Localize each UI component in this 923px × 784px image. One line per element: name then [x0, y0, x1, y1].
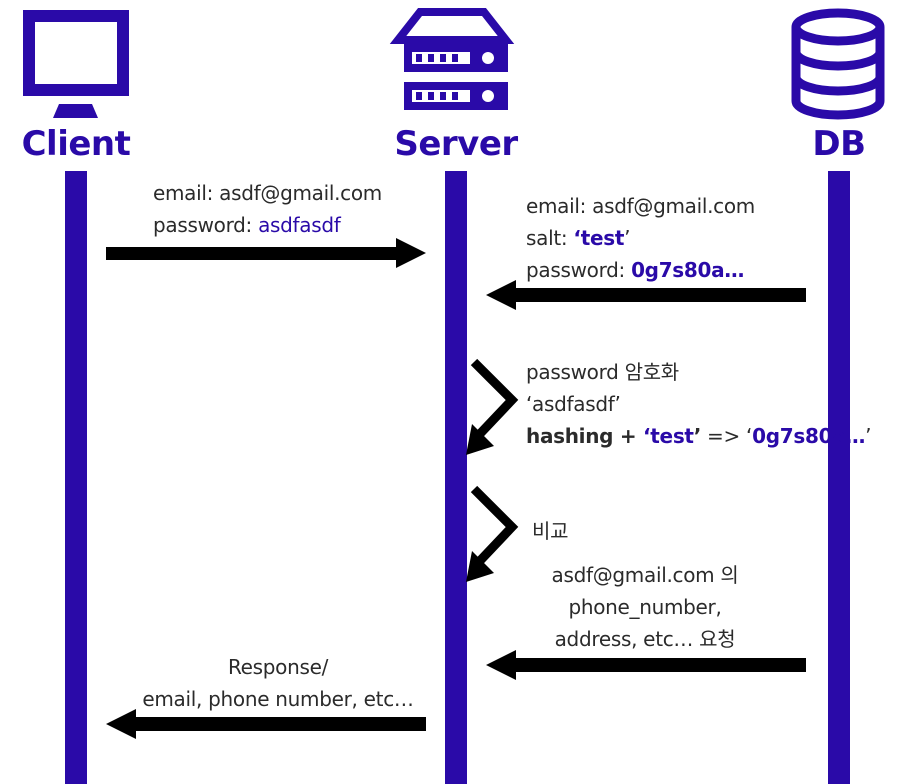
arrow-self-hashing [466, 358, 519, 455]
quote: ’ [693, 424, 702, 448]
compare-label: 비교 [532, 519, 569, 543]
arrow-db-to-server-request [486, 650, 806, 680]
hash-arrow: => [701, 424, 747, 448]
request-line-2: phone_number, [568, 595, 722, 619]
request-line-3: address, etc… 요청 [554, 627, 736, 651]
arrow-client-to-server [106, 238, 426, 268]
salt-value: test [580, 226, 625, 250]
client-label: Client [21, 124, 131, 164]
plain-password: ‘asdfasdf’ [526, 392, 621, 416]
message-compare: 비교 [532, 515, 569, 547]
database-icon [791, 8, 885, 120]
hash-result: 0g7s80a… [752, 424, 866, 448]
salt-key: salt: [526, 226, 574, 250]
db-email-line: email: asdf@gmail.com [526, 194, 755, 218]
response-line-2: email, phone number, etc… [142, 687, 414, 711]
server-rack-icon [389, 8, 515, 110]
message-response: Response/ email, phone number, etc… [118, 651, 438, 715]
password-value: asdfasdf [258, 213, 341, 237]
password-key: password: [153, 213, 259, 237]
response-line-1: Response/ [227, 655, 329, 679]
db-password-key: password: [526, 258, 632, 282]
message-request-details: asdf@gmail.com 의 phone_number, address, … [516, 559, 774, 655]
encrypt-title: password 암호화 [526, 360, 679, 384]
db-label: DB [812, 124, 866, 164]
hash-salt: test [650, 424, 694, 448]
monitor-icon [23, 10, 129, 118]
message-hashing: password 암호화 ‘asdfasdf’ hashing + ‘test’… [526, 356, 871, 452]
quote: ‘ [573, 226, 581, 250]
quote: ’ [865, 424, 872, 448]
arrow-self-compare [466, 485, 519, 582]
quote: ‘ [642, 424, 651, 448]
db-password-value: 0g7s80a… [631, 258, 745, 282]
message-login-request: email: asdf@gmail.com password: asdfasdf [153, 177, 382, 241]
client-lifeline [65, 171, 87, 784]
email-key: email: [153, 181, 220, 205]
email-value: asdf@gmail.com [219, 181, 382, 205]
db-lifeline [828, 171, 850, 784]
request-line-1: asdf@gmail.com 의 [551, 563, 739, 587]
server-label: Server [394, 124, 518, 164]
hashing-label: hashing + [526, 424, 643, 448]
arrow-server-to-client [106, 709, 426, 739]
message-db-record: email: asdf@gmail.com salt: ‘test’ passw… [526, 190, 755, 286]
quote: ‘ [746, 424, 753, 448]
arrow-db-to-server [486, 280, 806, 310]
quote: ’ [624, 226, 631, 250]
server-lifeline [445, 171, 467, 784]
